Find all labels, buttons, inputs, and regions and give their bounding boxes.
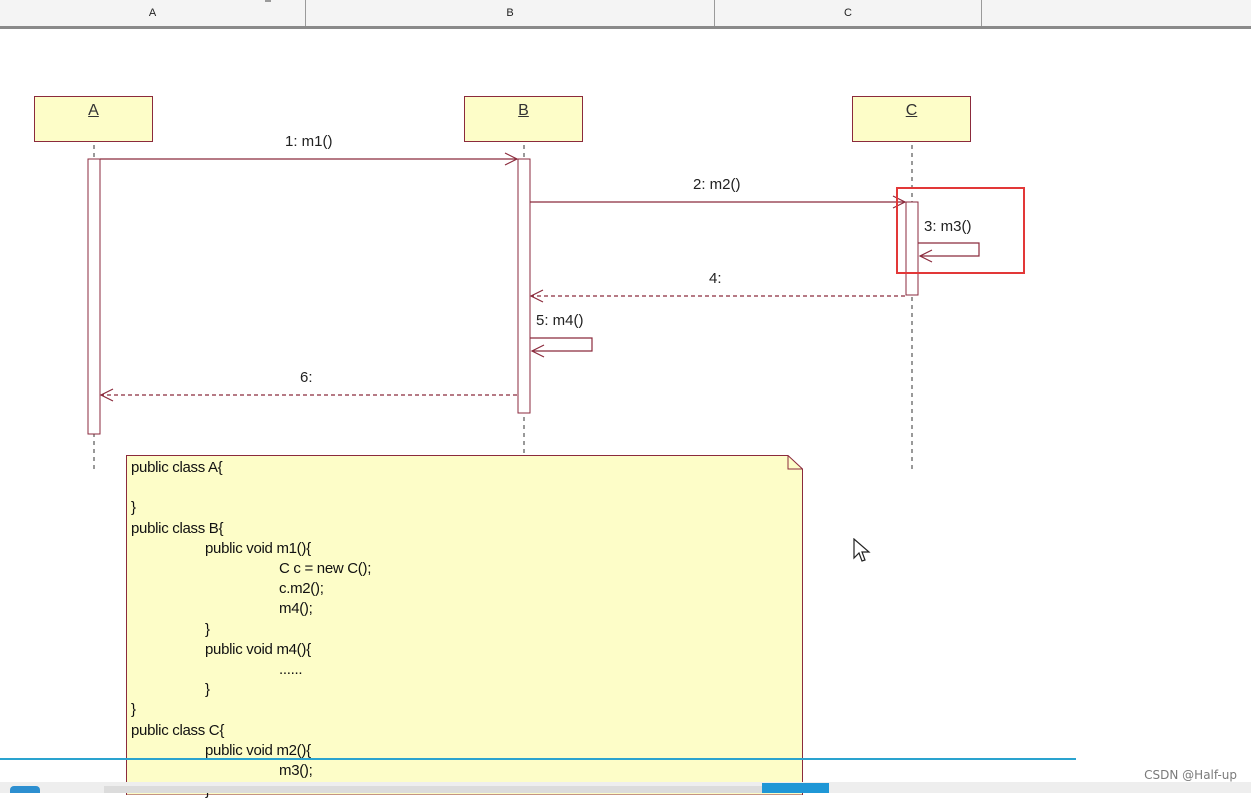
mouse-cursor-icon [853,538,871,562]
note-shape [126,455,803,795]
note-code-line: public class A{ [131,459,223,476]
note-code-line: ...... [279,661,303,678]
column-header-a[interactable]: A [0,0,306,26]
note-code-line: } [205,620,210,638]
lifeline-c-label: C [905,102,918,119]
message-2-label[interactable]: 2: m2() [693,176,741,193]
note-code-line: } [205,681,210,699]
message-3-self-loop [918,242,980,257]
video-progress-line [0,758,1076,760]
lifeline-c-box[interactable]: C [852,96,971,142]
header-tick [265,0,271,2]
note-code-line: } [131,701,136,719]
highlight-box-m3 [896,187,1025,274]
message-6-label[interactable]: 6: [300,369,313,386]
lifeline-b-label: B [518,102,529,119]
taskbar-scroll-track[interactable] [104,786,762,793]
message-5-arrowhead [530,344,545,358]
note-code-line: m3(); [279,762,313,779]
note-code-line: c.m2(); [279,580,324,598]
activation-a [87,158,101,435]
note-code-line: C c = new C(); [279,560,372,577]
watermark-text: CSDN @Half-up [1144,768,1237,782]
message-6-arrowhead [99,388,114,402]
column-header-b[interactable]: B [306,0,715,26]
note-code-line: public void m1(){ [205,539,311,557]
lifeline-a-box[interactable]: A [34,96,153,142]
message-3-arrowhead [918,249,933,263]
note-code-line: public class C{ [131,721,225,739]
message-5-self-loop [530,337,593,352]
taskbar-active-item[interactable] [762,783,829,793]
message-5-label[interactable]: 5: m4() [536,312,584,329]
lifeline-a-label: A [88,102,99,119]
activation-b [517,158,531,414]
message-1-label[interactable]: 1: m1() [285,133,333,150]
taskbar-start-icon[interactable] [10,786,40,793]
column-header-bar: A B C [0,0,1251,29]
note-code-line: public void m2(){ [205,741,311,759]
message-4-label[interactable]: 4: [709,270,722,287]
code-note[interactable]: public class A{} public class B{ public vo… [126,455,803,799]
note-code-line: m4(); [279,600,313,618]
message-3-label[interactable]: 3: m3() [924,218,972,235]
lifeline-b-box[interactable]: B [464,96,583,142]
column-header-c[interactable]: C [715,0,982,26]
message-4-arrowhead [529,289,544,303]
note-code-line: public class B{ [131,519,224,537]
note-code-line: public void m4(){ [205,640,311,658]
message-1-arrowhead [504,152,519,166]
activation-c [905,201,919,296]
note-code-line: } [131,499,136,517]
